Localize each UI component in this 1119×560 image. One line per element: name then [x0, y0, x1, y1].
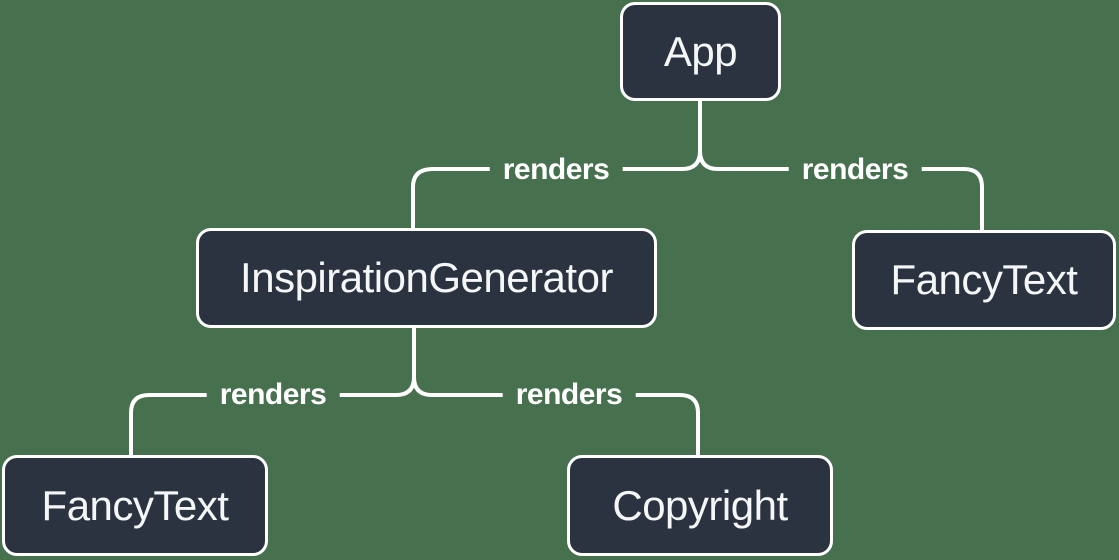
- node-app-label: App: [663, 27, 738, 75]
- node-fancy-text-left: FancyText: [2, 455, 268, 556]
- node-fancy-text-left-label: FancyText: [41, 481, 229, 529]
- edge-label-renders-inspirationgenerator-fancytext: renders: [206, 377, 340, 413]
- edge-label-renders-app-inspirationgenerator: renders: [489, 152, 623, 188]
- edge-label-renders-app-fancytext: renders: [788, 152, 922, 188]
- node-copyright: Copyright: [567, 455, 833, 556]
- node-fancy-text-right: FancyText: [852, 230, 1116, 330]
- node-inspiration-generator-label: InspirationGenerator: [240, 254, 613, 301]
- node-fancy-text-right-label: FancyText: [890, 256, 1078, 303]
- node-app: App: [620, 2, 781, 101]
- node-inspiration-generator: InspirationGenerator: [196, 228, 657, 328]
- edge-label-renders-inspirationgenerator-copyright: renders: [502, 377, 636, 413]
- node-copyright-label: Copyright: [612, 481, 788, 529]
